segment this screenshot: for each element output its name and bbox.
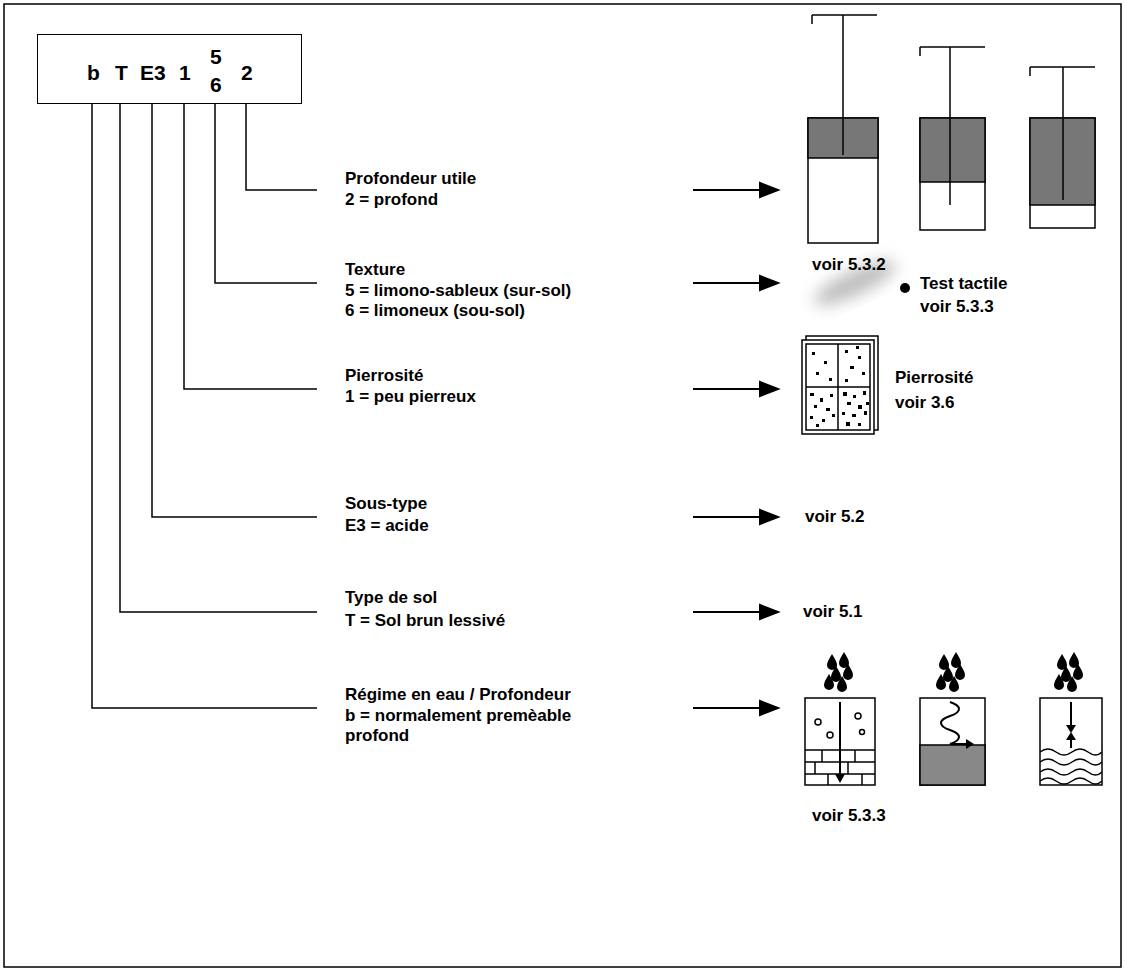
code-symbol: b — [87, 61, 100, 85]
reference: voir 3.6 — [895, 393, 955, 413]
field-name: Type de sol — [345, 588, 437, 608]
code-symbol: 5 — [210, 45, 222, 69]
leader-lines — [92, 104, 317, 708]
code-meaning: b = normalement premèable profond — [345, 706, 610, 746]
reference: voir 5.2 — [805, 507, 865, 527]
code-meaning: 1 = peu pierreux — [345, 387, 476, 407]
reference: voir 5.1 — [803, 602, 863, 622]
code-meaning: E3 = acide — [345, 516, 429, 536]
field-name: Profondeur utile — [345, 169, 476, 189]
code-symbol: 1 — [179, 61, 191, 85]
stone-dots — [810, 346, 869, 427]
flow-arrowheads — [835, 725, 1076, 783]
code-symbol: T — [115, 61, 128, 85]
code-symbol: 6 — [210, 73, 222, 97]
code-symbol: 2 — [241, 61, 253, 85]
code-meaning: 5 = limono-sableux (sur-sol) — [345, 281, 571, 301]
reference: voir 5.3.3 — [812, 806, 886, 826]
caption-note: Test tactile — [920, 274, 1008, 294]
code-box: bT E3 15 62 — [37, 34, 302, 104]
code-symbol: E3 — [140, 61, 166, 85]
frame — [4, 4, 1121, 967]
reference: voir 5.3.3 — [920, 297, 994, 317]
field-name: Texture — [345, 260, 405, 280]
depth-probes — [808, 15, 1095, 243]
reference: voir 5.3.2 — [812, 255, 886, 275]
code-meaning: 2 = profond — [345, 190, 438, 210]
field-name: Sous-type — [345, 494, 427, 514]
code-meaning: 6 = limoneux (sou-sol) — [345, 301, 525, 321]
water-regime-boxes — [805, 698, 1102, 785]
field-name: Pierrosité — [345, 366, 423, 386]
caption-note: Pierrosité — [895, 368, 973, 388]
texture-smudge — [809, 253, 910, 313]
pointer-arrows — [693, 183, 778, 715]
stoniness-chart — [802, 336, 878, 434]
water-drops — [824, 652, 1083, 692]
field-name: Régime en eau / Profondeur — [345, 685, 571, 705]
code-meaning: T = Sol brun lessivé — [345, 611, 505, 631]
